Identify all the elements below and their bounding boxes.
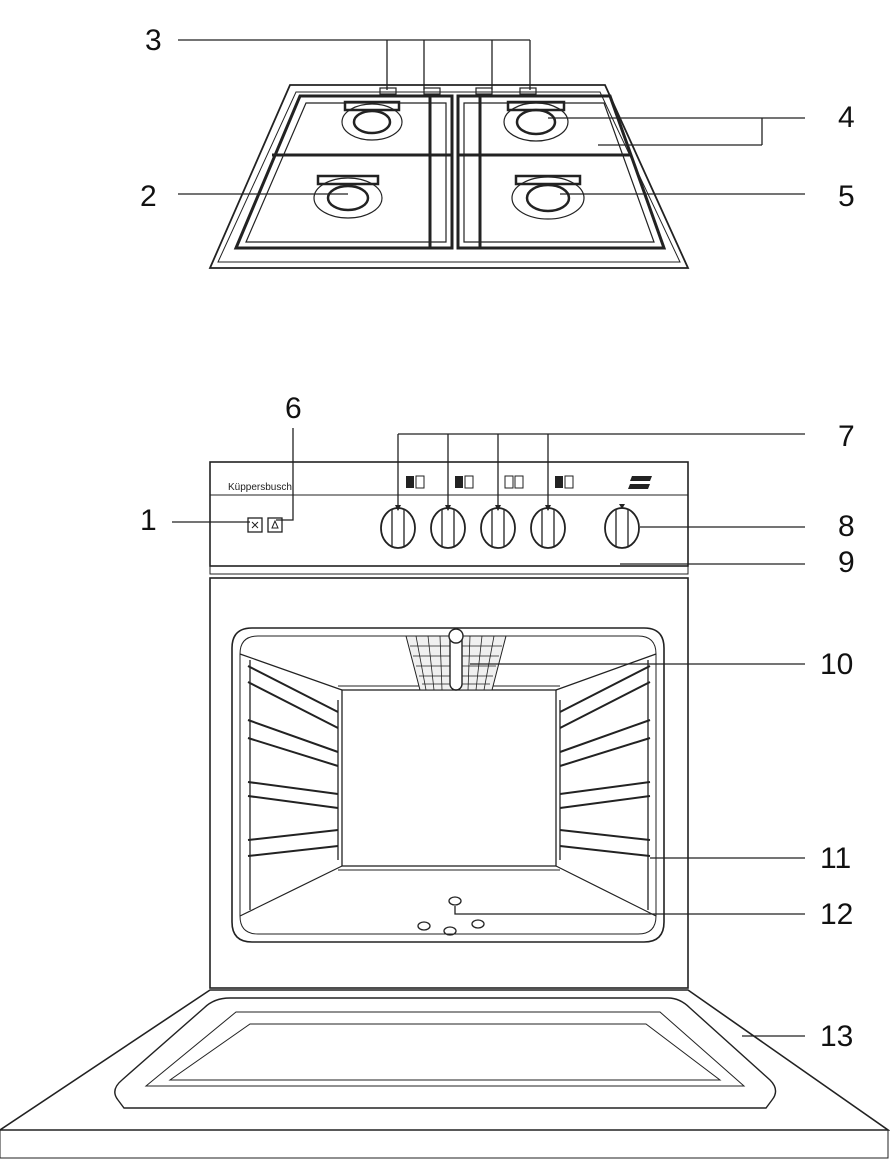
callout-3: 3 bbox=[145, 24, 531, 90]
callout-12-label: 12 bbox=[820, 898, 853, 931]
control-panel: Küppersbusch bbox=[209, 461, 689, 575]
oven-cavity bbox=[209, 577, 689, 989]
oven-floor-plugs bbox=[417, 896, 485, 936]
burner-rear-right bbox=[503, 100, 569, 142]
callout-13: 13 bbox=[742, 1020, 853, 1053]
callout-11: 11 bbox=[650, 842, 851, 875]
callout-11-label: 11 bbox=[820, 842, 851, 875]
hob-knob-1[interactable] bbox=[380, 507, 416, 549]
left-pan-support bbox=[233, 94, 454, 250]
shelf-rails-left bbox=[247, 660, 339, 910]
hob-knob-4[interactable] bbox=[530, 507, 566, 549]
callout-2: 2 bbox=[140, 180, 348, 213]
gas-hob bbox=[208, 84, 690, 269]
callout-1: 1 bbox=[140, 504, 250, 537]
cooking-zone-displays bbox=[406, 475, 652, 489]
child-lock-button[interactable] bbox=[267, 517, 283, 533]
callout-2-label: 2 bbox=[140, 180, 157, 213]
callout-4-label: 4 bbox=[838, 101, 855, 134]
right-pan-support bbox=[456, 94, 667, 250]
shelf-rails-right[interactable] bbox=[559, 660, 651, 910]
burner-front-left bbox=[313, 174, 383, 219]
callout-10: 10 bbox=[470, 648, 853, 681]
callout-5: 5 bbox=[560, 180, 855, 213]
callout-4: 4 bbox=[548, 101, 855, 146]
callout-8-label: 8 bbox=[838, 510, 855, 543]
callout-13-label: 13 bbox=[820, 1020, 853, 1053]
brand-logo: Küppersbusch bbox=[228, 482, 292, 493]
hob-knob-3[interactable] bbox=[480, 507, 516, 549]
callout-9: 9 bbox=[620, 546, 855, 579]
callout-6: 6 bbox=[276, 392, 302, 521]
oven-door[interactable] bbox=[0, 989, 890, 1159]
callout-7: 7 bbox=[395, 420, 855, 511]
callout-1-label: 1 bbox=[140, 504, 157, 537]
burner-rear-left bbox=[341, 100, 403, 141]
callout-8: 8 bbox=[640, 510, 855, 543]
light-button[interactable] bbox=[247, 517, 263, 533]
callout-5-label: 5 bbox=[838, 180, 855, 213]
callout-10-label: 10 bbox=[820, 648, 853, 681]
oven-function-knob[interactable] bbox=[604, 504, 640, 549]
callout-3-label: 3 bbox=[145, 24, 162, 57]
callout-7-label: 7 bbox=[838, 420, 855, 453]
hob-knob-2[interactable] bbox=[430, 507, 466, 549]
callout-6-label: 6 bbox=[285, 392, 302, 425]
callout-12: 12 bbox=[454, 898, 853, 931]
grill-element bbox=[405, 628, 507, 691]
burner-front-right bbox=[511, 174, 585, 220]
callout-9-label: 9 bbox=[838, 546, 855, 579]
